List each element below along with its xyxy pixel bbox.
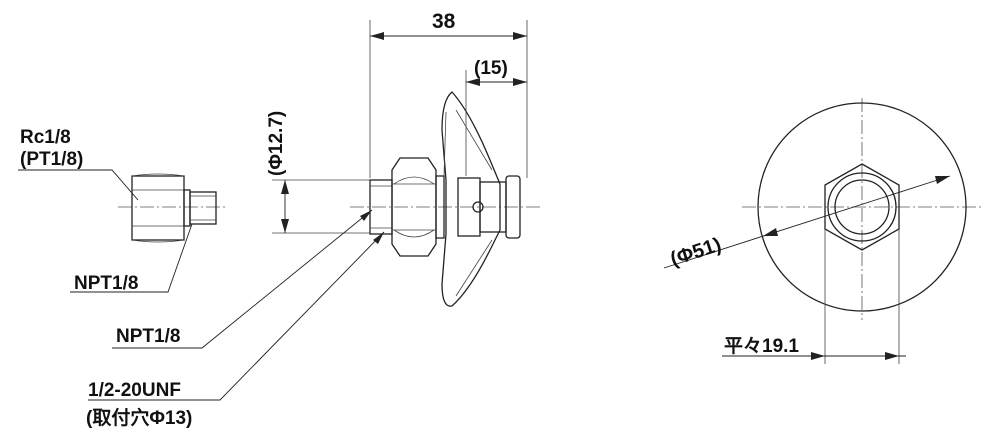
label-dim-38: 38	[432, 10, 456, 33]
label-pt: (PT1/8)	[20, 149, 83, 170]
nozzle-side-view	[350, 91, 540, 307]
adapter-leaders	[18, 169, 193, 293]
label-rc: Rc1/8	[20, 127, 71, 148]
nozzle-leaders	[88, 209, 385, 401]
label-unf: 1/2-20UNF	[88, 380, 181, 401]
dimension-across-flats	[722, 229, 906, 364]
dimension-38	[369, 20, 528, 178]
nozzle-front-view	[742, 98, 982, 320]
label-across-flats: 平々19.1	[724, 335, 799, 357]
label-npt-small: NPT1/8	[74, 273, 138, 294]
label-npt-main: NPT1/8	[116, 326, 180, 347]
label-dim-15: (15)	[474, 58, 508, 79]
label-mount-hole: (取付穴Φ13)	[86, 406, 192, 429]
label-dim-phi51: (Φ51)	[668, 234, 724, 271]
label-dim-phi12-7: (Φ12.7)	[266, 111, 287, 176]
dimension-phi12-7	[272, 179, 370, 234]
dimension-phi51	[663, 175, 951, 269]
adapter-fitting	[118, 173, 228, 243]
dimension-15	[465, 70, 527, 176]
